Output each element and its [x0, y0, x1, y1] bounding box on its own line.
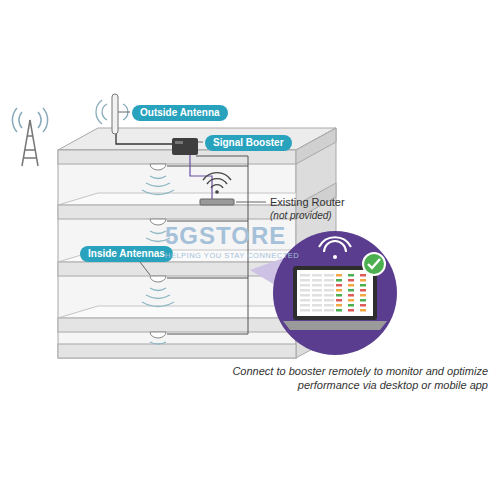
- watermark: HELPING YOU STAY CONNECTED: [165, 251, 299, 260]
- callout-pill: Signal Booster: [205, 135, 292, 151]
- router: [200, 173, 266, 205]
- callout-text: Outside Antenna: [140, 107, 220, 118]
- remote-monitor-bubble: [250, 231, 397, 355]
- callout-text: Inside Antennas: [88, 248, 165, 259]
- callout-pill: Outside Antenna: [132, 105, 228, 121]
- caption: Connect to booster remotely to monitor a…: [226, 364, 488, 392]
- callout-pill: Inside Antennas: [80, 246, 173, 262]
- device-label: Existing Router: [270, 196, 345, 208]
- cell-tower: [12, 108, 47, 166]
- leader-line: [140, 262, 150, 275]
- callout-text: Signal Booster: [213, 137, 284, 148]
- device-note: (not provided): [270, 210, 332, 221]
- watermark: 5GSTORE: [165, 222, 286, 250]
